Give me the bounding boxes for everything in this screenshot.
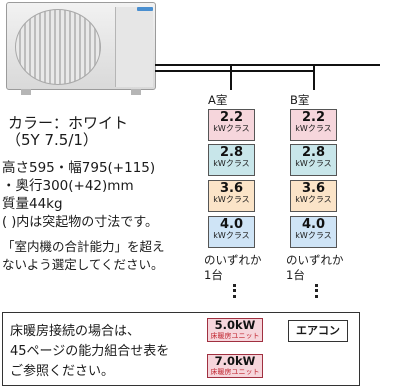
room-b-continuation-dots: [315, 284, 318, 298]
capacity-class: kWクラス: [213, 159, 250, 168]
room-a-option-2-8: 2.8 kWクラス: [208, 144, 255, 176]
room-b-choice-line2: 1台: [286, 268, 305, 282]
aircon-label-box: エアコン: [288, 320, 348, 342]
selection-note-line2: ないよう選定してください。: [2, 257, 164, 272]
capacity-class: kWクラス: [295, 124, 332, 133]
pipe-b-link: [313, 64, 315, 72]
weight: 質量44kg: [2, 196, 63, 212]
capacity-class: kWクラス: [295, 159, 332, 168]
selection-note-line1: 「室内機の合計能力」を超え: [2, 239, 165, 254]
pipe-a-vertical: [230, 64, 232, 90]
capacity-class: kWクラス: [213, 124, 250, 133]
room-b-option-2-2: 2.2 kWクラス: [290, 109, 337, 141]
room-a-choice-line2: 1台: [204, 268, 223, 282]
room-b-choice-line1: のいずれか: [286, 253, 344, 267]
room-a-continuation-dots: [233, 284, 236, 298]
room-b-option-3-6: 3.6 kWクラス: [290, 180, 337, 212]
room-a-label: A室: [208, 93, 228, 107]
capacity-class: kWクラス: [213, 231, 250, 240]
capacity-value: 4.0: [301, 217, 326, 232]
pipe-b-horizontal: [155, 70, 315, 72]
floor-heating-unit-5-0: 5.0kW 床暖房ユニット: [207, 318, 263, 342]
floor-heating-note-box: [2, 312, 360, 386]
capacity-class: kWクラス: [295, 231, 332, 240]
unit-side-panel: [115, 7, 153, 87]
protrusion-note: ( )内は突起物の寸法です。: [2, 215, 158, 230]
capacity-value: 2.8: [301, 145, 326, 160]
room-a-option-2-2: 2.2 kWクラス: [208, 109, 255, 141]
brand-logo: [137, 7, 153, 11]
unit-foot-left: [21, 89, 31, 95]
dimensions-line1: 高さ595・幅795(+115): [2, 160, 156, 176]
pipe-b-vertical: [313, 70, 315, 90]
floor-unit-capacity: 7.0kW: [214, 354, 256, 368]
pipe-a-horizontal: [155, 64, 380, 66]
floor-heating-unit-7-0: 7.0kW 床暖房ユニット: [207, 354, 263, 378]
capacity-value: 2.2: [301, 110, 326, 125]
room-a-option-4-0: 4.0 kWクラス: [208, 216, 255, 248]
capacity-value: 3.6: [219, 181, 244, 196]
capacity-value: 2.2: [219, 110, 244, 125]
room-b-label: B室: [290, 93, 310, 107]
floor-heating-note-line2: 45ページの能力組合せ表を: [10, 344, 170, 359]
color-code: （5Y 7.5/1）: [6, 131, 98, 149]
floor-unit-capacity: 5.0kW: [214, 318, 256, 332]
room-b-option-2-8: 2.8 kWクラス: [290, 144, 337, 176]
capacity-value: 2.8: [219, 145, 244, 160]
floor-heating-note-line3: ご参照ください。: [10, 364, 115, 379]
unit-foot-right: [131, 89, 141, 95]
capacity-class: kWクラス: [213, 195, 250, 204]
floor-heating-note-line1: 床暖房接続の場合は、: [10, 324, 141, 339]
capacity-value: 4.0: [219, 217, 244, 232]
room-b-option-4-0: 4.0 kWクラス: [290, 216, 337, 248]
fan-grille: [15, 9, 101, 85]
dimensions-line2: ・奥行300(+42)mm: [2, 178, 134, 194]
floor-unit-label: 床暖房ユニット: [210, 331, 260, 340]
floor-unit-label: 床暖房ユニット: [210, 367, 260, 376]
color-label: カラー：ホワイト: [8, 114, 129, 132]
room-a-option-3-6: 3.6 kWクラス: [208, 180, 255, 212]
capacity-value: 3.6: [301, 181, 326, 196]
outdoor-unit-image: [6, 2, 156, 95]
room-a-choice-line1: のいずれか: [204, 253, 262, 267]
capacity-class: kWクラス: [295, 195, 332, 204]
